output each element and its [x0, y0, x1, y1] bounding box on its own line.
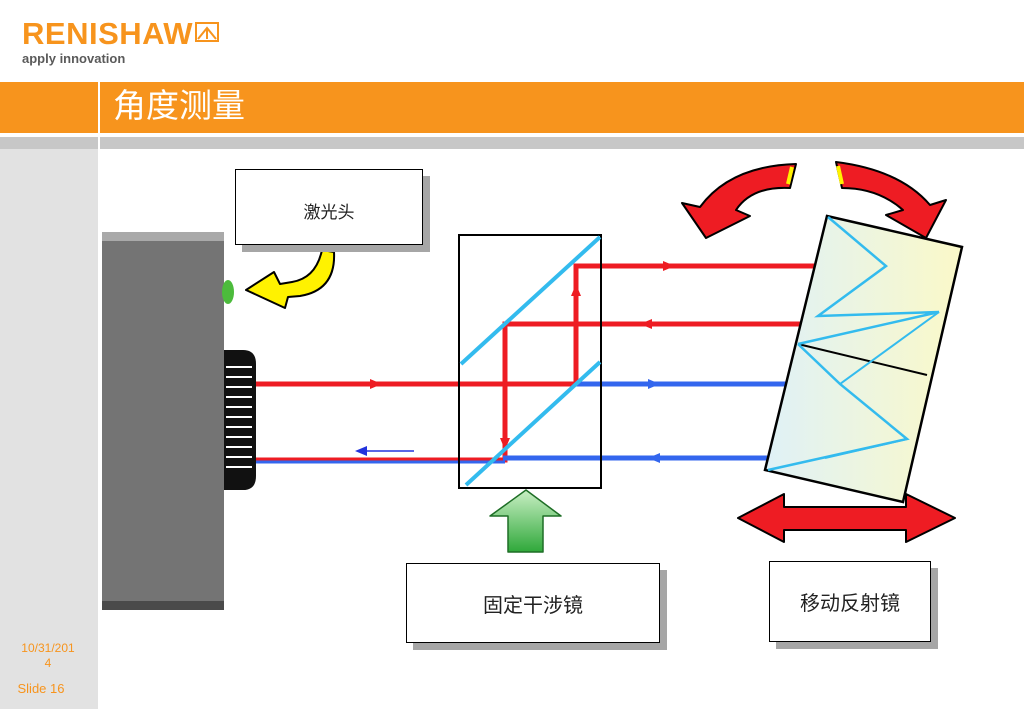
fixed-interferometer-label: 固定干涉镜 — [406, 563, 660, 643]
title-bar — [0, 82, 1024, 133]
slide-date-line2: 4 — [44, 656, 52, 670]
fixed-interferometer-optic — [458, 234, 602, 489]
curved-arrow-icon — [245, 249, 336, 309]
slide-number: Slide 16 — [17, 681, 65, 696]
laser-head-label: 激光头 — [235, 169, 423, 245]
rotate-arrow-icon — [681, 161, 947, 239]
brand-tagline: apply innovation — [22, 51, 126, 66]
beam-direction-arrows — [355, 261, 675, 463]
side-divider — [98, 133, 100, 709]
up-arrow-icon — [489, 489, 562, 553]
renishaw-logo: RENISHAW apply innovation — [22, 16, 220, 66]
fixed-interferometer-text: 固定干涉镜 — [483, 592, 583, 617]
slide-title: 角度测量 — [113, 86, 245, 125]
renishaw-logo-mark-icon — [195, 22, 220, 42]
brand-name: RENISHAW — [22, 16, 194, 51]
laser-head-text: 激光头 — [303, 203, 355, 223]
side-panel — [0, 149, 98, 709]
moving-reflector-text: 移动反射镜 — [800, 591, 900, 615]
header-strip — [0, 137, 1024, 149]
moving-reflector-label: 移动反射镜 — [769, 561, 931, 642]
laser-head-unit — [102, 232, 256, 610]
moving-reflector-optic — [763, 214, 964, 504]
status-led — [222, 280, 234, 304]
double-arrow-icon — [737, 493, 956, 543]
slide-date: 10/31/201 4 — [6, 641, 90, 671]
slide-date-line1: 10/31/201 — [21, 641, 75, 655]
title-separator — [98, 82, 100, 133]
